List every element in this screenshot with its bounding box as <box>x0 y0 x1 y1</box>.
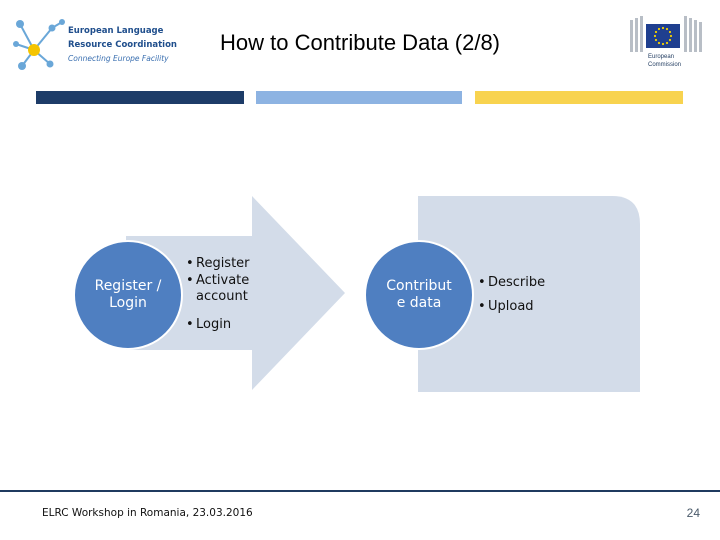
header-strip-yellow <box>475 91 683 104</box>
header-strip-light <box>256 91 462 104</box>
step1-label: Register / Login <box>94 278 162 311</box>
step1-circle <box>73 240 183 350</box>
ec-label-1: European <box>648 54 675 60</box>
logo-tagline: Connecting Europe Facility <box>68 54 169 63</box>
list-item: •Login <box>186 317 232 332</box>
step2-label: Contribut e data <box>372 278 466 312</box>
slide-title: How to Contribute Data (2/8) <box>219 30 501 55</box>
list-item: •Activate <box>186 273 250 288</box>
step2-bullet-describe: Describe <box>488 275 546 290</box>
european-commission-logo <box>622 10 712 78</box>
step2-bullet-upload: Upload <box>488 299 534 314</box>
step2-panel-shape <box>418 196 640 392</box>
logo-line-1: European Language <box>68 26 164 36</box>
list-item: •Upload <box>478 299 534 314</box>
elrc-logo <box>12 14 162 76</box>
network-icon <box>13 19 65 70</box>
step2-label-line-2: e data <box>396 295 442 311</box>
step2-label-line-1: Contribut <box>386 278 452 294</box>
footer-text: ELRC Workshop in Romania, 23.03.2016 <box>42 507 253 519</box>
list-item: •Describe <box>478 275 546 290</box>
step1-bullet-login: Login <box>196 317 232 332</box>
ec-label-2: Commission <box>648 62 682 68</box>
step2-circle <box>364 240 474 350</box>
step1-bullet-activate: Activate <box>196 273 250 288</box>
footer-divider <box>0 490 720 492</box>
step1-arrow-shape <box>126 196 345 390</box>
logo-line-2: Resource Coordination <box>68 40 177 50</box>
list-item: •Register <box>186 256 250 271</box>
header-strip-dark <box>36 91 244 104</box>
step1-bullet-activate-line-2: account <box>196 289 248 304</box>
page-number: 24 <box>686 506 700 520</box>
step1-bullet-register: Register <box>196 256 250 271</box>
